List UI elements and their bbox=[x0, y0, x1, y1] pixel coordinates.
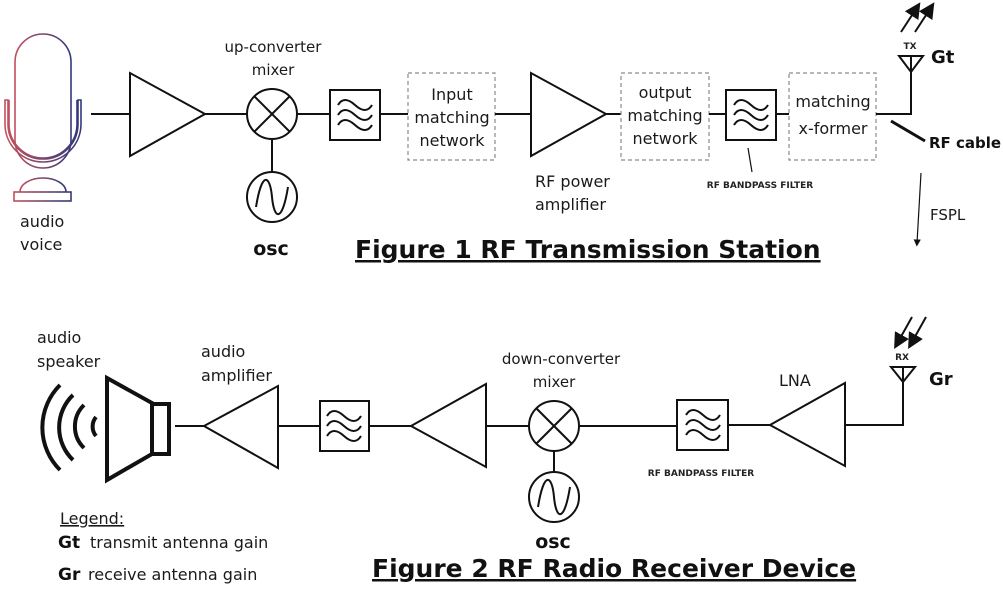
fspl-arrow bbox=[913, 172, 922, 247]
input-matching-label-2: matching bbox=[414, 108, 489, 127]
input-matching-label-1: Input bbox=[431, 85, 472, 104]
figure-1-transmission-station: audio voice up-converter mixer osc bbox=[4, 2, 1001, 264]
osc-label: osc bbox=[253, 238, 289, 260]
microphone-icon bbox=[4, 33, 82, 202]
mixer-label-line1: up-converter bbox=[225, 38, 323, 56]
rf-cable-wire bbox=[876, 62, 912, 115]
bpf-label: RF BANDPASS FILTER bbox=[707, 181, 813, 191]
legend-symbol-gt: Gt bbox=[58, 533, 80, 553]
rx-tag: RX bbox=[895, 353, 909, 363]
rf-cable-pointer bbox=[890, 119, 926, 143]
power-amplifier-icon bbox=[530, 71, 609, 158]
leader-line bbox=[747, 147, 753, 173]
if-amplifier-icon bbox=[408, 382, 487, 469]
pa-label-line2: amplifier bbox=[535, 195, 606, 214]
rf-cable-label: RF cable bbox=[929, 134, 1001, 152]
speaker-icon bbox=[40, 374, 171, 484]
amplifier-icon bbox=[129, 71, 208, 158]
input-matching-network bbox=[407, 72, 496, 161]
audio-amplifier-icon bbox=[201, 384, 279, 470]
osc-label-2: osc bbox=[535, 531, 571, 553]
wire bbox=[845, 383, 904, 426]
lna-icon bbox=[767, 381, 846, 468]
tx-tag: TX bbox=[903, 42, 916, 52]
output-matching-label-1: output bbox=[639, 83, 692, 102]
audio-amp-label-line1: audio bbox=[201, 342, 245, 361]
legend: Legend: Gt transmit antenna gain Gr rece… bbox=[58, 509, 268, 585]
mic-label-line1: audio bbox=[20, 212, 64, 231]
rf-bandpass-filter-icon bbox=[725, 89, 777, 141]
matching-transformer bbox=[788, 72, 877, 161]
bandpass-filter-icon bbox=[319, 400, 370, 452]
figure-2-title: Figure 2 RF Radio Receiver Device bbox=[372, 554, 856, 583]
oscillator-icon bbox=[246, 171, 298, 223]
down-mixer-label-line1: down-converter bbox=[502, 350, 621, 368]
down-mixer-label-line2: mixer bbox=[533, 373, 576, 391]
transmit-arrows-icon bbox=[900, 2, 935, 33]
lna-label: LNA bbox=[779, 371, 811, 390]
legend-text-gt: transmit antenna gain bbox=[90, 533, 268, 552]
pa-label-line1: RF power bbox=[535, 172, 610, 191]
oscillator-icon bbox=[528, 471, 580, 523]
bpf-label-2: RF BANDPASS FILTER bbox=[648, 469, 754, 479]
mixer-label-line2: mixer bbox=[252, 61, 295, 79]
receive-arrows-icon bbox=[894, 316, 927, 349]
gr-label: Gr bbox=[929, 369, 953, 390]
speaker-label-line2: speaker bbox=[37, 352, 101, 371]
legend-text-gr: receive antenna gain bbox=[88, 565, 257, 584]
speaker-label-line1: audio bbox=[37, 328, 81, 347]
input-matching-label-3: network bbox=[420, 131, 486, 150]
mixer-icon bbox=[246, 88, 298, 140]
output-matching-label-3: network bbox=[633, 129, 699, 148]
rx-antenna-icon bbox=[888, 366, 918, 384]
legend-heading: Legend: bbox=[60, 509, 124, 528]
fspl-label: FSPL bbox=[930, 206, 966, 224]
figure-1-title: Figure 1 RF Transmission Station bbox=[355, 235, 821, 264]
audio-amp-label-line2: amplifier bbox=[201, 366, 272, 385]
rf-bandpass-filter-icon bbox=[676, 399, 729, 451]
legend-symbol-gr: Gr bbox=[58, 565, 81, 585]
xformer-label-1: matching bbox=[795, 92, 870, 111]
mixer-icon bbox=[528, 400, 580, 452]
output-matching-network bbox=[620, 72, 710, 161]
figure-2-receiver-device: audio speaker audio amplifier down bbox=[37, 316, 953, 585]
gt-label: Gt bbox=[931, 47, 955, 68]
tx-antenna-icon bbox=[897, 55, 925, 74]
mic-label-line2: voice bbox=[20, 235, 62, 254]
output-matching-label-2: matching bbox=[627, 106, 702, 125]
bandpass-filter-icon bbox=[329, 89, 381, 141]
xformer-label-2: x-former bbox=[799, 119, 868, 138]
